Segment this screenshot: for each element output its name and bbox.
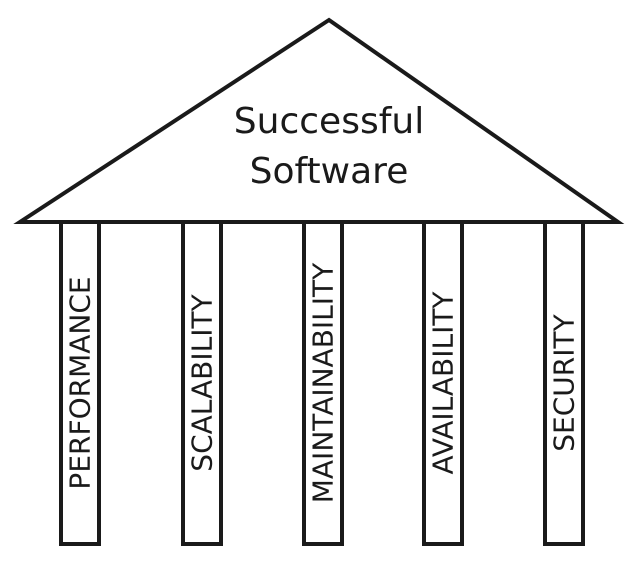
- roof-title-line-1: Successful: [234, 101, 424, 142]
- pillar-label-maintainability: MAINTAINABILITY: [307, 262, 340, 503]
- pillar-maintainability: MAINTAINABILITY: [302, 220, 344, 546]
- pillar-label-availability: AVAILABILITY: [427, 291, 460, 475]
- roof: Successful Software: [13, 17, 625, 224]
- pillar-security: SECURITY: [543, 220, 585, 546]
- roof-title-line-2: Software: [250, 151, 409, 192]
- pillar-shape: [181, 220, 223, 546]
- pillar-availability: AVAILABILITY: [422, 220, 464, 546]
- pillar-label-scalability: SCALABILITY: [186, 293, 219, 471]
- pillar-label-security: SECURITY: [548, 313, 581, 451]
- roof-triangle: [13, 17, 625, 224]
- pillar-shape: [59, 220, 101, 546]
- pillar-performance: PERFORMANCE: [59, 220, 101, 546]
- pillar-shape: [422, 220, 464, 546]
- pillar-scalability: SCALABILITY: [181, 220, 223, 546]
- pillar-label-performance: PERFORMANCE: [64, 276, 97, 489]
